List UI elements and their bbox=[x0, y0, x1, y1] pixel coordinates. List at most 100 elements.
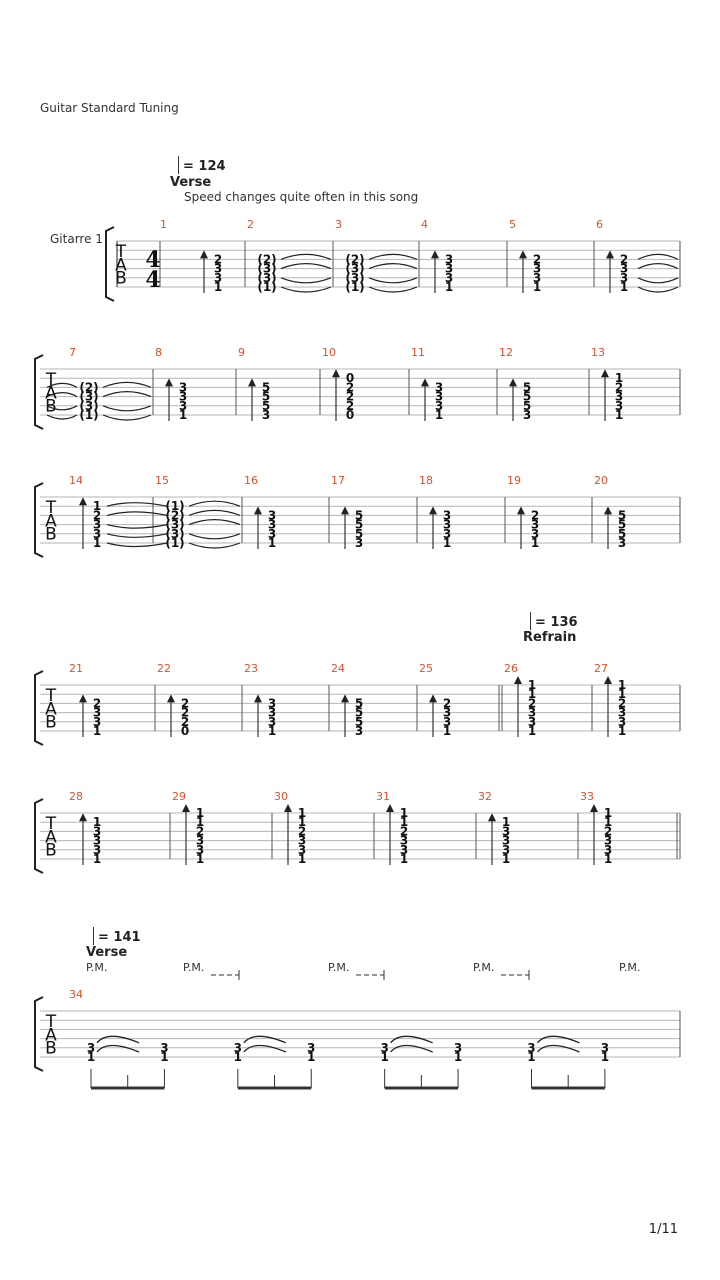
tie-arc bbox=[280, 263, 332, 270]
time-signature-top: 4 bbox=[145, 247, 160, 273]
strum-up-arrow bbox=[590, 804, 598, 812]
fret-number: 2 bbox=[443, 696, 451, 710]
fret-number: (3) bbox=[165, 518, 184, 532]
tie-arc bbox=[106, 542, 168, 548]
fret-number: 2 bbox=[214, 252, 222, 266]
tie-arc bbox=[102, 414, 152, 421]
fret-number: 1 bbox=[604, 852, 612, 866]
strum-up-arrow bbox=[517, 506, 525, 515]
fret-number: 3 bbox=[268, 518, 276, 532]
fret-number: 3 bbox=[214, 262, 222, 276]
fret-number: 1 bbox=[443, 536, 451, 550]
fret-number: 1 bbox=[528, 678, 536, 692]
fret-number: 1 bbox=[615, 371, 623, 385]
fret-number: 3 bbox=[355, 536, 363, 550]
fret-number: (3) bbox=[257, 262, 276, 276]
measure-number: 24 bbox=[331, 662, 345, 675]
fret-number: 3 bbox=[445, 252, 453, 266]
fret-number: (1) bbox=[165, 499, 184, 513]
fret-number: 3 bbox=[262, 408, 270, 422]
fret-number: 3 bbox=[268, 527, 276, 541]
fret-number: 2 bbox=[346, 380, 354, 394]
tie-arc bbox=[188, 509, 241, 516]
fret-number: 1 bbox=[533, 280, 541, 294]
fret-number: (2) bbox=[165, 508, 184, 522]
fret-number: 3 bbox=[443, 527, 451, 541]
fret-number: 3 bbox=[615, 390, 623, 404]
fret-number: (3) bbox=[345, 262, 364, 276]
fret-number: 3 bbox=[454, 1041, 462, 1055]
fret-number: 5 bbox=[355, 706, 363, 720]
fret-number: 1 bbox=[268, 724, 276, 738]
fret-number: (3) bbox=[345, 271, 364, 285]
fret-number: 3 bbox=[604, 843, 612, 857]
palm-mute-label: P.M. bbox=[183, 961, 205, 974]
tab-clef-letter: B bbox=[45, 397, 57, 417]
fret-number: (3) bbox=[79, 399, 98, 413]
fret-number: 3 bbox=[355, 724, 363, 738]
measure-number: 22 bbox=[157, 662, 171, 675]
fret-number: 2 bbox=[618, 696, 626, 710]
tie-arc bbox=[106, 524, 168, 529]
fret-number: 5 bbox=[523, 399, 531, 413]
fret-number: 2 bbox=[196, 824, 204, 838]
strum-up-arrow bbox=[386, 804, 394, 812]
measure-number: 12 bbox=[499, 346, 513, 359]
tie-arc bbox=[368, 277, 418, 284]
fret-number: 3 bbox=[93, 527, 101, 541]
fret-number: 1 bbox=[604, 806, 612, 820]
tempo-value: = 136 bbox=[535, 615, 578, 630]
measure-number: 5 bbox=[509, 218, 516, 231]
measure-number: 3 bbox=[335, 218, 342, 231]
tie-arc bbox=[368, 263, 418, 270]
tie-arc-incoming bbox=[46, 382, 78, 388]
measure-number: 27 bbox=[594, 662, 608, 675]
tie-arc bbox=[188, 500, 241, 507]
measure-number: 16 bbox=[244, 474, 258, 487]
fret-number: 3 bbox=[179, 399, 187, 413]
tie-arc bbox=[106, 533, 168, 538]
tab-clef-letter: T bbox=[115, 242, 127, 262]
tab-clef-letter: B bbox=[115, 269, 127, 289]
fret-number: 1 bbox=[196, 815, 204, 829]
palm-mute-label: P.M. bbox=[328, 961, 350, 974]
fret-number: 3 bbox=[234, 1041, 242, 1055]
measure-number: 17 bbox=[331, 474, 345, 487]
fret-number: 5 bbox=[523, 390, 531, 404]
fret-number: (3) bbox=[257, 271, 276, 285]
strum-up-arrow bbox=[509, 378, 517, 387]
strum-up-arrow bbox=[429, 694, 437, 703]
fret-number: 1 bbox=[528, 724, 536, 738]
strum-up-arrow bbox=[165, 378, 173, 387]
tempo-value: = 124 bbox=[183, 159, 226, 174]
tab-clef-letter: A bbox=[45, 827, 57, 847]
strum-up-arrow bbox=[601, 369, 609, 378]
fret-number: 5 bbox=[618, 527, 626, 541]
fret-number: 3 bbox=[93, 706, 101, 720]
tie-arc bbox=[243, 1044, 287, 1053]
fret-number: 5 bbox=[618, 518, 626, 532]
tie-arc bbox=[637, 263, 679, 270]
fret-number: 2 bbox=[533, 252, 541, 266]
fret-number: 3 bbox=[618, 706, 626, 720]
tie-arc bbox=[637, 253, 679, 260]
fret-number: 5 bbox=[355, 715, 363, 729]
fret-number: 1 bbox=[502, 852, 510, 866]
tie-arc bbox=[280, 277, 332, 284]
measure-number: 31 bbox=[376, 790, 390, 803]
fret-number: 3 bbox=[179, 390, 187, 404]
fret-number: 1 bbox=[604, 815, 612, 829]
fret-number: 3 bbox=[87, 1041, 95, 1055]
fret-number: 2 bbox=[531, 508, 539, 522]
fret-number: 3 bbox=[196, 843, 204, 857]
fret-number: 2 bbox=[346, 399, 354, 413]
fret-number: 1 bbox=[435, 408, 443, 422]
fret-number: 1 bbox=[298, 852, 306, 866]
section-label-verse-2: Verse bbox=[86, 945, 128, 960]
tie-arc bbox=[96, 1035, 140, 1044]
fret-number: (1) bbox=[165, 536, 184, 550]
fret-number: 3 bbox=[443, 715, 451, 729]
palm-mute-label: P.M. bbox=[473, 961, 495, 974]
fret-number: 5 bbox=[355, 508, 363, 522]
